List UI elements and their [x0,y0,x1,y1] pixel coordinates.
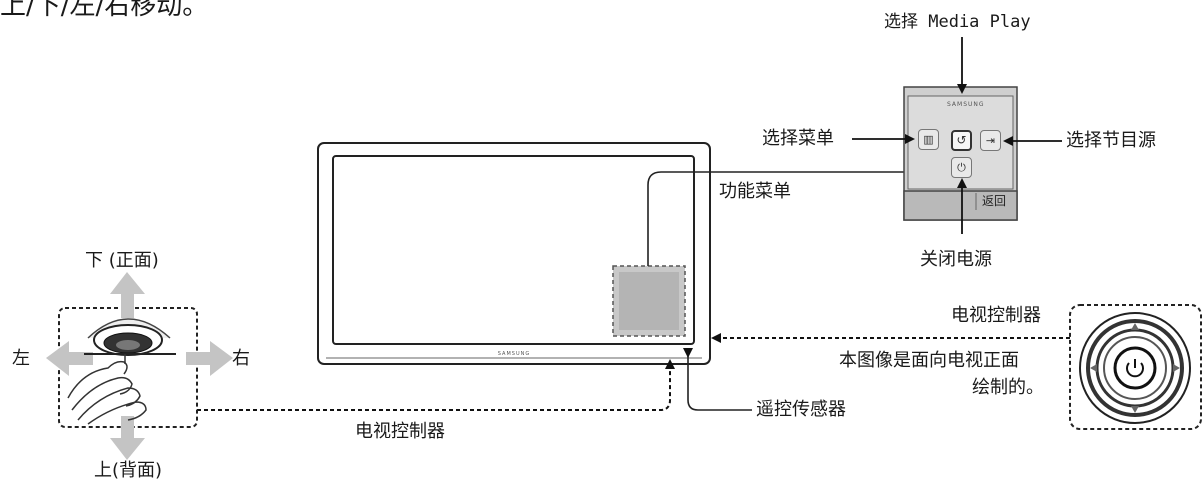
label-select-source: 选择节目源 [1066,130,1156,151]
hand-icon [67,354,147,425]
label-up-back: 上(背面) [94,460,163,481]
tv-screen [332,155,695,345]
label-select-menu: 选择菜单 [762,128,834,149]
label-left: 左 [12,348,30,369]
label-down-front: 下 (正面) [85,250,159,271]
panel-brand-logo: SAMSUNG [947,101,985,108]
label-function-menu: 功能菜单 [719,181,791,202]
source-icon[interactable]: ⇥ [980,130,1001,151]
tv-remote-sensor-dot [686,351,690,355]
direction-arrow-left [46,341,93,376]
remote-sensor-connector [683,348,752,411]
label-drawn-note-line1: 本图像是面向电视正面 [839,350,1019,371]
direction-arrow-up-back [110,416,145,460]
power-icon[interactable]: ⏻ [951,157,972,178]
label-power-off: 关闭电源 [920,249,992,270]
jog-controller-drawing [84,318,176,356]
dashed-left-controller-to-tv [197,359,675,411]
right-controller-dashed-box [1069,304,1202,430]
label-select-media-play: 选择 Media Play [884,12,1031,32]
menu-icon[interactable]: ▥ [918,129,939,150]
direction-arrow-down-front [110,272,145,318]
circular-controller [1079,312,1191,424]
panel-return-label[interactable]: 返回 [982,194,1007,208]
label-tv-controller-bottom: 电视控制器 [355,421,445,442]
direction-arrow-right [186,341,233,376]
label-tv-controller-right: 电视控制器 [951,305,1041,326]
top-instruction-text: 上/下/左/右移动。 [0,0,209,21]
function-menu-inner [619,272,679,330]
function-menu-connector [647,171,905,266]
label-remote-sensor: 遥控传感器 [756,399,846,420]
tv-brand-logo: SAMSUNG [498,351,530,357]
label-right: 右 [232,348,250,369]
control-panel-bottom-strip [903,190,1018,221]
return-icon[interactable]: ↺ [951,130,972,151]
label-drawn-note-line2: 绘制的。 [972,377,1044,398]
